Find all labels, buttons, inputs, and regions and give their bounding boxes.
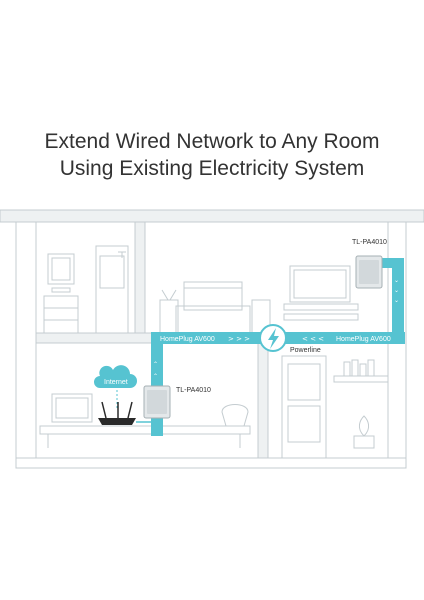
router-icon bbox=[98, 401, 136, 425]
arrows-left: < < < bbox=[302, 335, 324, 343]
link-right-label: HomePlug AV600 bbox=[336, 336, 391, 343]
link-left-label: HomePlug AV600 bbox=[160, 336, 215, 343]
bedroom-room bbox=[159, 265, 359, 334]
lightning-icon bbox=[259, 324, 287, 352]
powerline-label: Powerline bbox=[290, 347, 321, 354]
chevron-down-icon: ⌄ bbox=[394, 297, 399, 304]
house-roof bbox=[0, 209, 424, 223]
chevron-down-icon: ⌄ bbox=[394, 287, 399, 294]
chevron-up-icon: ⌃ bbox=[153, 373, 158, 380]
chevron-up-icon: ⌃ bbox=[153, 361, 158, 368]
headline-line-1: Extend Wired Network to Any Room bbox=[44, 130, 380, 153]
headline-line-2: Using Existing Electricity System bbox=[59, 157, 365, 180]
adapter-downstairs-label: TL-PA4010 bbox=[176, 387, 211, 394]
cloud-icon bbox=[94, 365, 137, 388]
adapter-upstairs-label: TL-PA4010 bbox=[352, 239, 387, 246]
living-room bbox=[39, 393, 251, 448]
chevron-down-icon: ⌄ bbox=[394, 277, 399, 284]
powerline-adapter-downstairs bbox=[143, 385, 171, 419]
bathroom-room bbox=[43, 245, 129, 334]
powerline-adapter-upstairs bbox=[355, 255, 383, 289]
internet-label: Internet bbox=[104, 379, 128, 386]
arrows-right: > > > bbox=[228, 335, 250, 343]
hallway-room bbox=[281, 355, 389, 459]
